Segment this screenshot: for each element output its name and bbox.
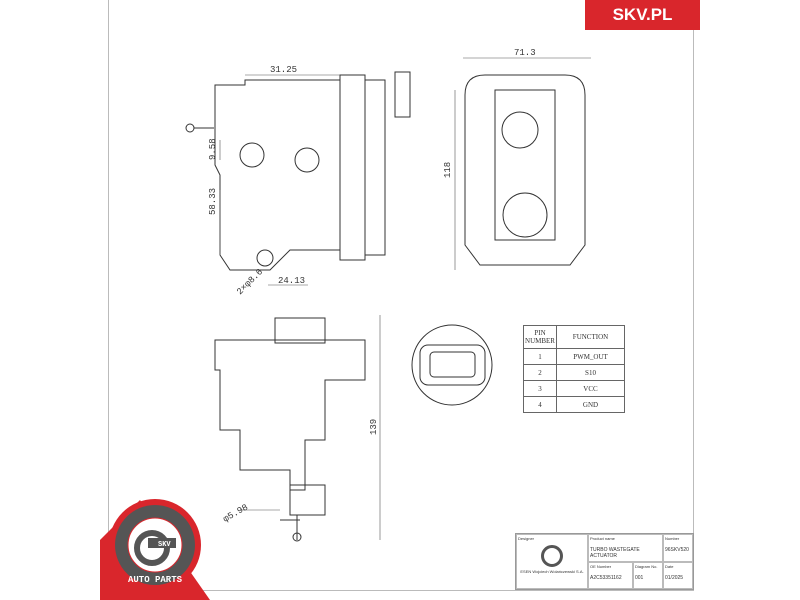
date-label: Date (665, 564, 674, 569)
pin-number: 2 (523, 364, 557, 381)
number-label: Number (665, 536, 680, 541)
connector-detail (411, 324, 493, 406)
skv-auto-parts-logo: SKV AUTO PARTS (100, 499, 210, 600)
date-value: 01/2025 (665, 575, 684, 581)
company-name: ESEN Wojciech Wolańczewski S.A. (520, 569, 584, 574)
logo-skv-text: SKV (158, 541, 171, 549)
side-view (185, 71, 411, 271)
diagram-label: Diagram No. (635, 564, 658, 569)
date-cell: Date 01/2025 (663, 562, 693, 589)
product-label: Product name (590, 536, 615, 541)
product-name: TURBO WASTEGATE ACTUATOR (590, 547, 640, 559)
pin-function: PWM_OUT (556, 348, 625, 365)
oe-value: A2C53351162 (590, 575, 622, 581)
function-header: FUNCTION (556, 325, 625, 349)
dim-5-98: φ5.98 (222, 502, 250, 524)
dim-71-3: 71.3 (514, 48, 536, 58)
dim-139: 139 (369, 419, 379, 435)
dim-58-33: 58.33 (208, 188, 218, 215)
title-block: Designer ESEN Wojciech Wolańczewski S.A.… (515, 533, 694, 590)
number-value: 96SKV520 (665, 547, 689, 553)
drawing-frame (108, 0, 694, 591)
oe-label: OE Number (590, 564, 612, 569)
dim-holes: 2×φ8.6 (235, 267, 265, 297)
number-cell: Number 96SKV520 (663, 534, 693, 562)
dim-24-13: 24.13 (278, 276, 305, 286)
dimension-lines (219, 57, 591, 540)
diagram-value: 001 (635, 575, 644, 581)
pin-header: PIN NUMBER (523, 325, 557, 349)
pin-function: S10 (556, 364, 625, 381)
brand-banner[interactable]: SKV.PL (585, 0, 700, 30)
dim-118: 118 (443, 162, 453, 178)
logo-auto-parts-text: AUTO PARTS (128, 575, 183, 585)
diagram-cell: Diagram No. 001 (633, 562, 663, 589)
front-view (214, 317, 366, 542)
rear-view (464, 74, 586, 266)
dim-9-58: 9.58 (208, 138, 218, 160)
designer-cell: Designer ESEN Wojciech Wolańczewski S.A. (516, 534, 588, 589)
company-logo-icon (541, 545, 563, 567)
pin-function: VCC (556, 380, 625, 397)
pin-number: 1 (523, 348, 557, 365)
pin-number: 4 (523, 396, 557, 413)
designer-label: Designer (518, 536, 535, 541)
pin-function: GND (556, 396, 625, 413)
pin-number: 3 (523, 380, 557, 397)
dim-31-25: 31.25 (270, 65, 297, 75)
